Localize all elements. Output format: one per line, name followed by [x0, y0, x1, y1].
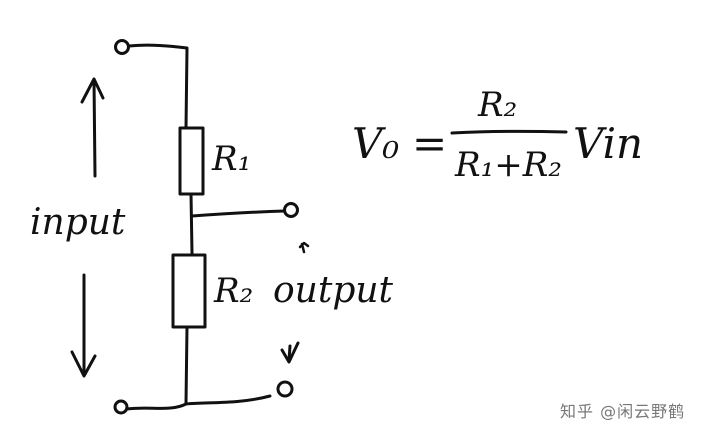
wire-middle [189, 192, 194, 255]
wire-output-tap [190, 209, 286, 218]
resistor-r1-label: R₁ [211, 139, 251, 179]
resistor-r2-label: R₂ [213, 271, 253, 311]
input-terminal-top [114, 39, 130, 55]
output-arrow-down-mark [280, 341, 300, 364]
resistor-r2 [171, 253, 207, 329]
resistor-r1 [178, 126, 205, 196]
output-label: output [273, 270, 394, 311]
wire-top [127, 43, 189, 130]
formula-equals: = [412, 119, 447, 168]
formula-denominator: R₁+R₂ [454, 145, 562, 185]
formula-fraction-bar [450, 129, 568, 135]
formula-suffix: Vin [573, 119, 643, 168]
input-arrow-down [70, 273, 97, 378]
output-terminal-bottom [276, 380, 294, 398]
input-arrow-up [80, 77, 105, 178]
output-terminal-top [283, 202, 299, 218]
formula-numerator: R₂ [477, 85, 517, 125]
wire-bottom [184, 325, 189, 405]
wire-bottom-rail [125, 394, 272, 411]
input-terminal-bottom [113, 399, 129, 415]
input-label: input [30, 202, 126, 243]
output-arrow-up-mark [298, 241, 310, 254]
watermark: 知乎 @闲云野鹤 [560, 402, 686, 421]
formula-lhs: V₀ [352, 119, 399, 168]
